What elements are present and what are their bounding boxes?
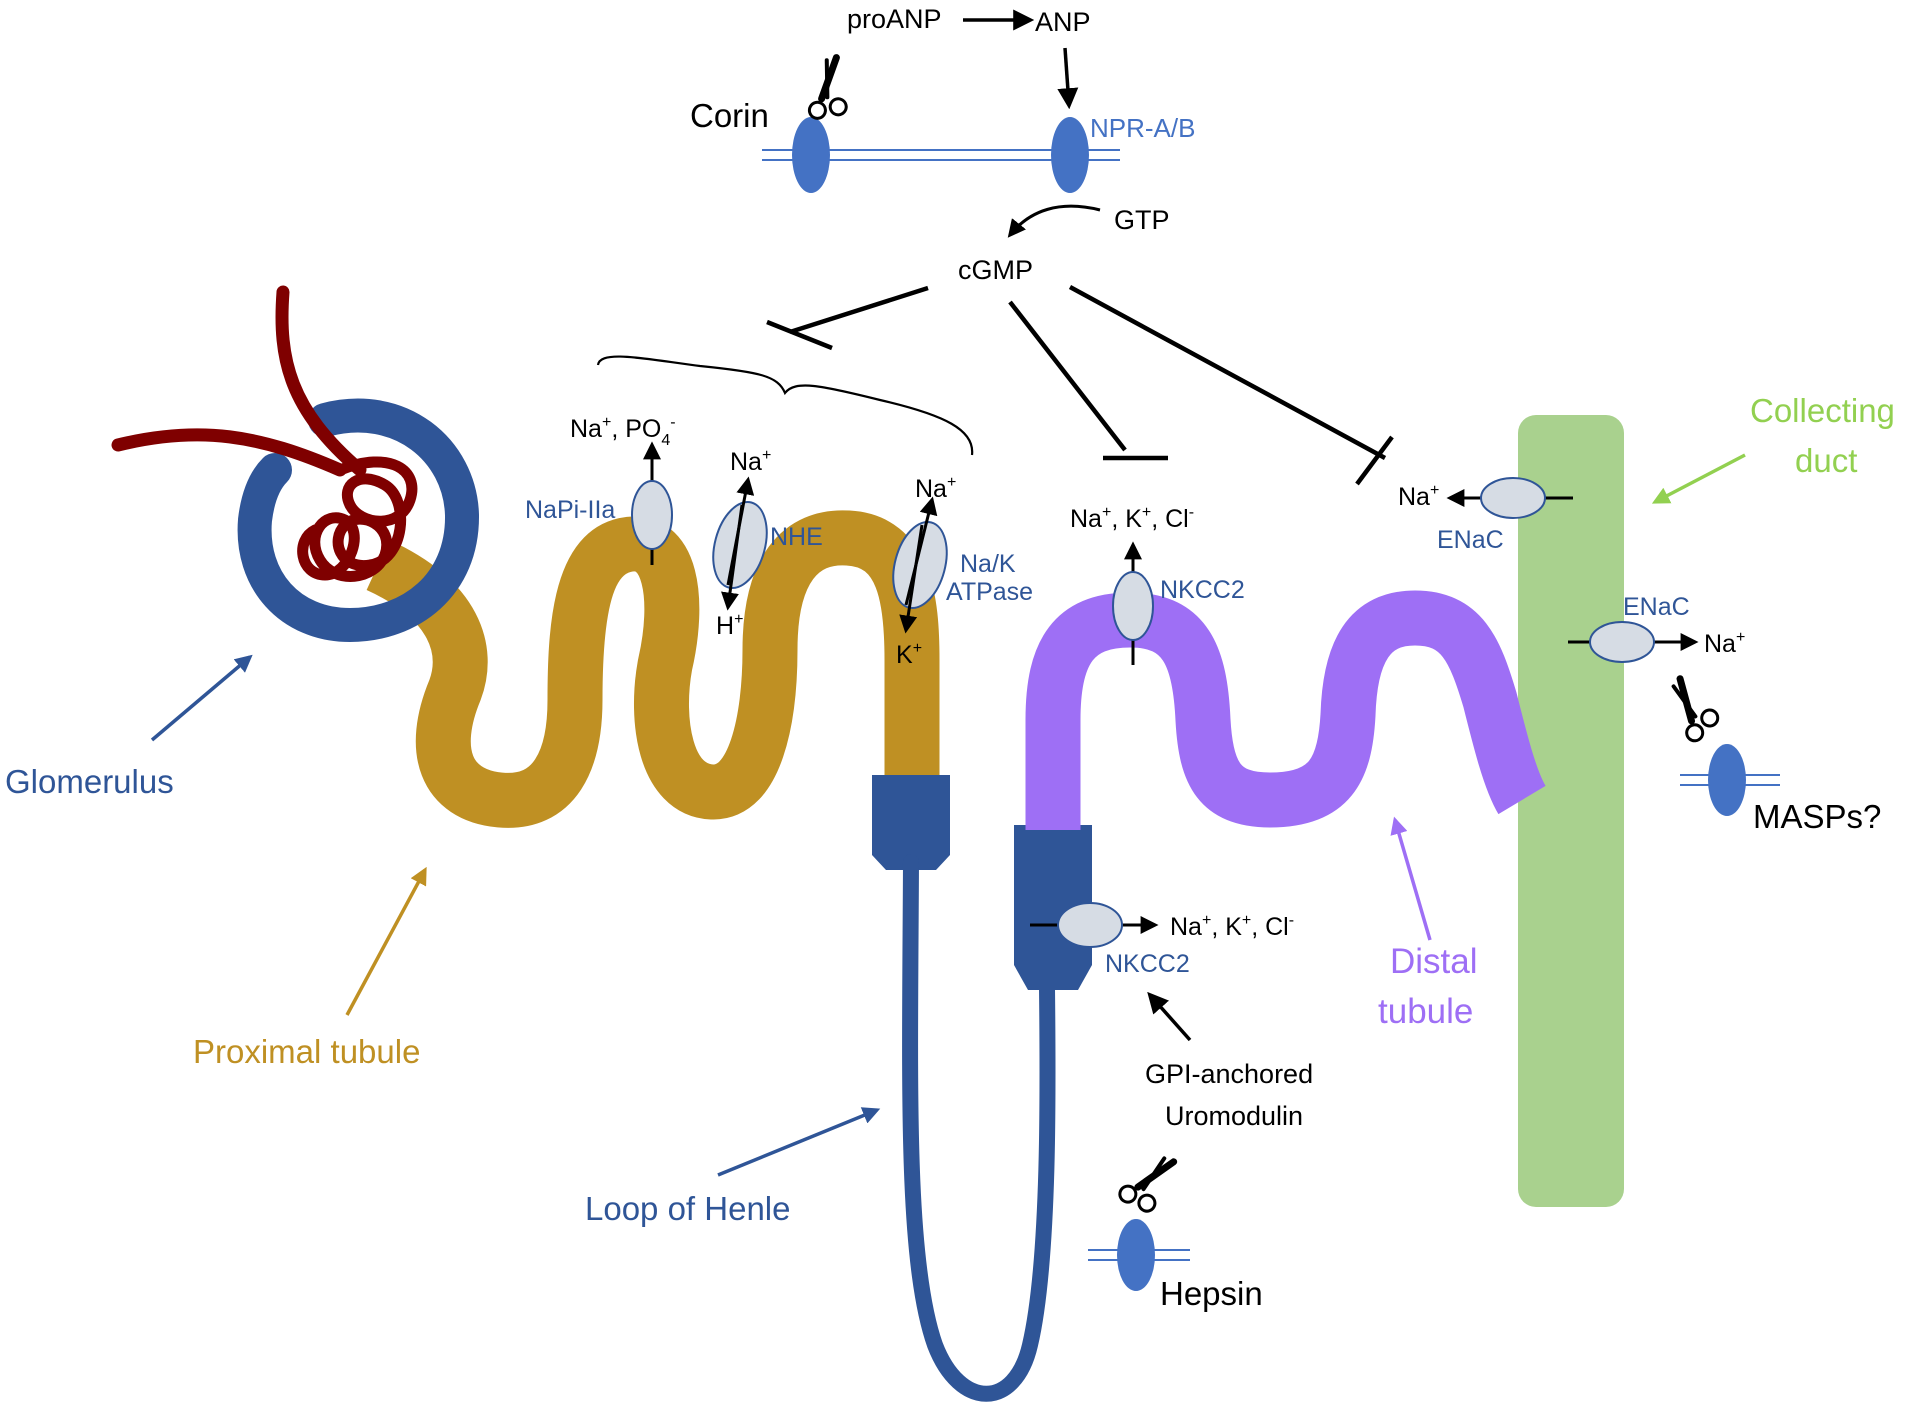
- glomerular-capillaries: [111, 285, 418, 582]
- napi-ions-label: Na+, PO4-: [570, 414, 676, 449]
- proximal-tubule: [365, 510, 940, 828]
- distal-tubule-label-1: Distal: [1390, 942, 1478, 981]
- masps-label: MASPs?: [1753, 798, 1881, 835]
- napi-label: NaPi-IIa: [525, 496, 615, 524]
- nkcc2-bottom-label: NKCC2: [1105, 950, 1190, 978]
- glomerulus-arrow: [150, 654, 253, 742]
- nhe-channel: [712, 501, 768, 589]
- loop-of-henle-thin-limb: [902, 854, 1056, 1402]
- gtp-to-cgmp-arrow: [1007, 204, 1101, 238]
- proanp-label: proANP: [847, 4, 942, 34]
- enac-bottom-label: ENaC: [1623, 593, 1690, 621]
- enac-na-left-label: Na+: [1398, 482, 1439, 511]
- nhe-h-label: H+: [716, 611, 743, 640]
- enac-na-right-label: Na+: [1704, 629, 1745, 658]
- proximal-brace: [596, 355, 974, 456]
- distal-tubule-label-2: tubule: [1378, 992, 1473, 1031]
- nak-label-1: Na/K: [960, 550, 1016, 578]
- nkcc2-loop-channel: [1057, 902, 1123, 948]
- nak-label-2: ATPase: [946, 578, 1033, 606]
- collecting-duct-label-1: Collecting: [1750, 392, 1895, 429]
- distal-tubule: [1025, 590, 1547, 830]
- gpi-anchored-label: GPI-anchored: [1145, 1059, 1313, 1089]
- hepsin-label: Hepsin: [1160, 1275, 1263, 1312]
- proximal-tubule-label: Proximal tubule: [193, 1033, 420, 1070]
- loop-of-henle-arrow: [717, 1107, 881, 1177]
- cgmp-inhibition-lines: [766, 285, 1394, 486]
- corin-label: Corin: [690, 97, 769, 134]
- enac-bottom-channel: [1589, 621, 1655, 663]
- proximal-tubule-arrow: [345, 866, 427, 1016]
- enac-top-label: ENaC: [1437, 526, 1504, 554]
- uromodulin-arrow: [1147, 991, 1192, 1042]
- masps-scissors-icon: [1654, 679, 1723, 746]
- corin-receptor: [792, 117, 830, 193]
- glomerulus-label: Glomerulus: [5, 763, 174, 800]
- bowmans-capsule: [237, 398, 480, 643]
- masps-protease: [1708, 744, 1746, 816]
- collecting-duct: [1518, 415, 1624, 1207]
- nak-na-label: Na+: [915, 474, 956, 503]
- nhe-na-label: Na+: [730, 447, 771, 476]
- enac-top-channel: [1480, 477, 1546, 519]
- npr-label: NPR-A/B: [1090, 113, 1195, 143]
- loop-ions-label: Na+, K+, Cl-: [1170, 912, 1294, 941]
- nak-k-label: K+: [896, 640, 922, 669]
- gtp-label: GTP: [1114, 205, 1170, 235]
- loop-of-henle-label: Loop of Henle: [585, 1190, 791, 1227]
- nkcc2-top-label: NKCC2: [1160, 576, 1245, 604]
- nkcc2-distal-channel: [1112, 571, 1154, 641]
- anp-to-npr-arrow: [1057, 47, 1079, 110]
- napi-channel: [631, 480, 673, 550]
- hepsin-scissors-icon: [1117, 1148, 1174, 1214]
- hepsin-protease: [1117, 1219, 1155, 1291]
- loop-of-henle-thick-ascending: [1014, 825, 1092, 990]
- loop-of-henle-thick-descending: [872, 775, 950, 870]
- cgmp-label: cGMP: [958, 255, 1033, 285]
- collecting-duct-arrow: [1651, 453, 1746, 504]
- collecting-duct-label-2: duct: [1795, 442, 1857, 479]
- uromodulin-label: Uromodulin: [1165, 1101, 1303, 1131]
- distal-ions-label: Na+, K+, Cl-: [1070, 504, 1194, 533]
- npr-receptor: [1051, 117, 1089, 193]
- distal-tubule-arrow: [1390, 816, 1432, 941]
- anp-label: ANP: [1035, 7, 1091, 37]
- nhe-label: NHE: [770, 523, 823, 551]
- corin-scissors-icon: [798, 58, 851, 122]
